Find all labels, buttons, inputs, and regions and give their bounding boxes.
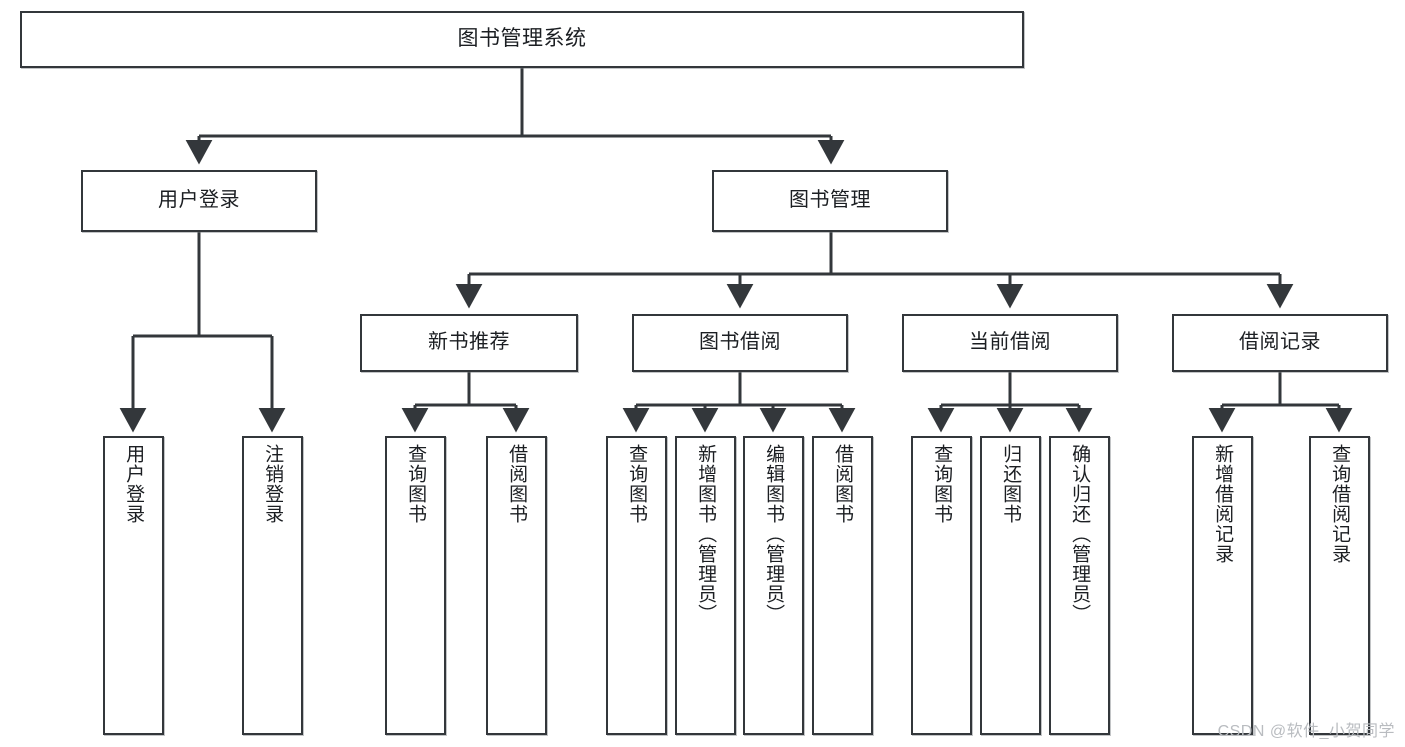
node-user-login[interactable]: 用户登录	[81, 170, 317, 232]
node-label: 归还图书	[1000, 444, 1022, 524]
leaf-borrow-edit-book[interactable]: 编辑图书（管理员）	[743, 436, 804, 735]
leaf-current-query-book[interactable]: 查询图书	[911, 436, 972, 735]
node-label: 借阅图书	[506, 444, 528, 524]
node-label: 图书管理系统	[457, 27, 587, 51]
node-root-system[interactable]: 图书管理系统	[20, 11, 1024, 68]
node-borrow-record[interactable]: 借阅记录	[1172, 314, 1388, 372]
node-label: 借阅图书	[832, 444, 854, 524]
node-label: 新增图书（管理员）	[695, 444, 717, 624]
node-label: 查询图书	[931, 444, 953, 524]
node-label: 查询图书	[405, 444, 427, 524]
leaf-borrow-query-book[interactable]: 查询图书	[606, 436, 667, 735]
node-label: 查询图书	[626, 444, 648, 524]
node-label: 用户登录	[158, 189, 240, 212]
leaf-user-login-login[interactable]: 用户登录	[103, 436, 164, 735]
node-label: 查询借阅记录	[1329, 444, 1351, 564]
node-new-book-recommend[interactable]: 新书推荐	[360, 314, 578, 372]
leaf-borrow-borrow-book[interactable]: 借阅图书	[812, 436, 873, 735]
node-label: 用户登录	[123, 444, 145, 524]
leaf-recommend-borrow-book[interactable]: 借阅图书	[486, 436, 547, 735]
leaf-record-add-record[interactable]: 新增借阅记录	[1192, 436, 1253, 735]
leaf-current-confirm-return[interactable]: 确认归还（管理员）	[1049, 436, 1110, 735]
csdn-watermark: CSDN @软件_小贺同学	[1217, 723, 1395, 740]
node-label: 新增借阅记录	[1212, 444, 1234, 564]
node-label: 当前借阅	[969, 331, 1051, 354]
leaf-user-login-logout[interactable]: 注销登录	[242, 436, 303, 735]
leaf-record-query-record[interactable]: 查询借阅记录	[1309, 436, 1370, 735]
leaf-recommend-query-book[interactable]: 查询图书	[385, 436, 446, 735]
node-label: 确认归还（管理员）	[1069, 444, 1091, 624]
node-label: 图书管理	[789, 189, 871, 212]
node-label: 编辑图书（管理员）	[763, 444, 785, 624]
node-label: 注销登录	[262, 444, 284, 524]
leaf-borrow-add-book[interactable]: 新增图书（管理员）	[675, 436, 736, 735]
node-book-borrow[interactable]: 图书借阅	[632, 314, 848, 372]
node-book-management[interactable]: 图书管理	[712, 170, 948, 232]
node-current-borrow[interactable]: 当前借阅	[902, 314, 1118, 372]
leaf-current-return-book[interactable]: 归还图书	[980, 436, 1041, 735]
node-label: 图书借阅	[699, 331, 781, 354]
node-label: 新书推荐	[428, 331, 510, 354]
node-label: 借阅记录	[1239, 331, 1321, 354]
